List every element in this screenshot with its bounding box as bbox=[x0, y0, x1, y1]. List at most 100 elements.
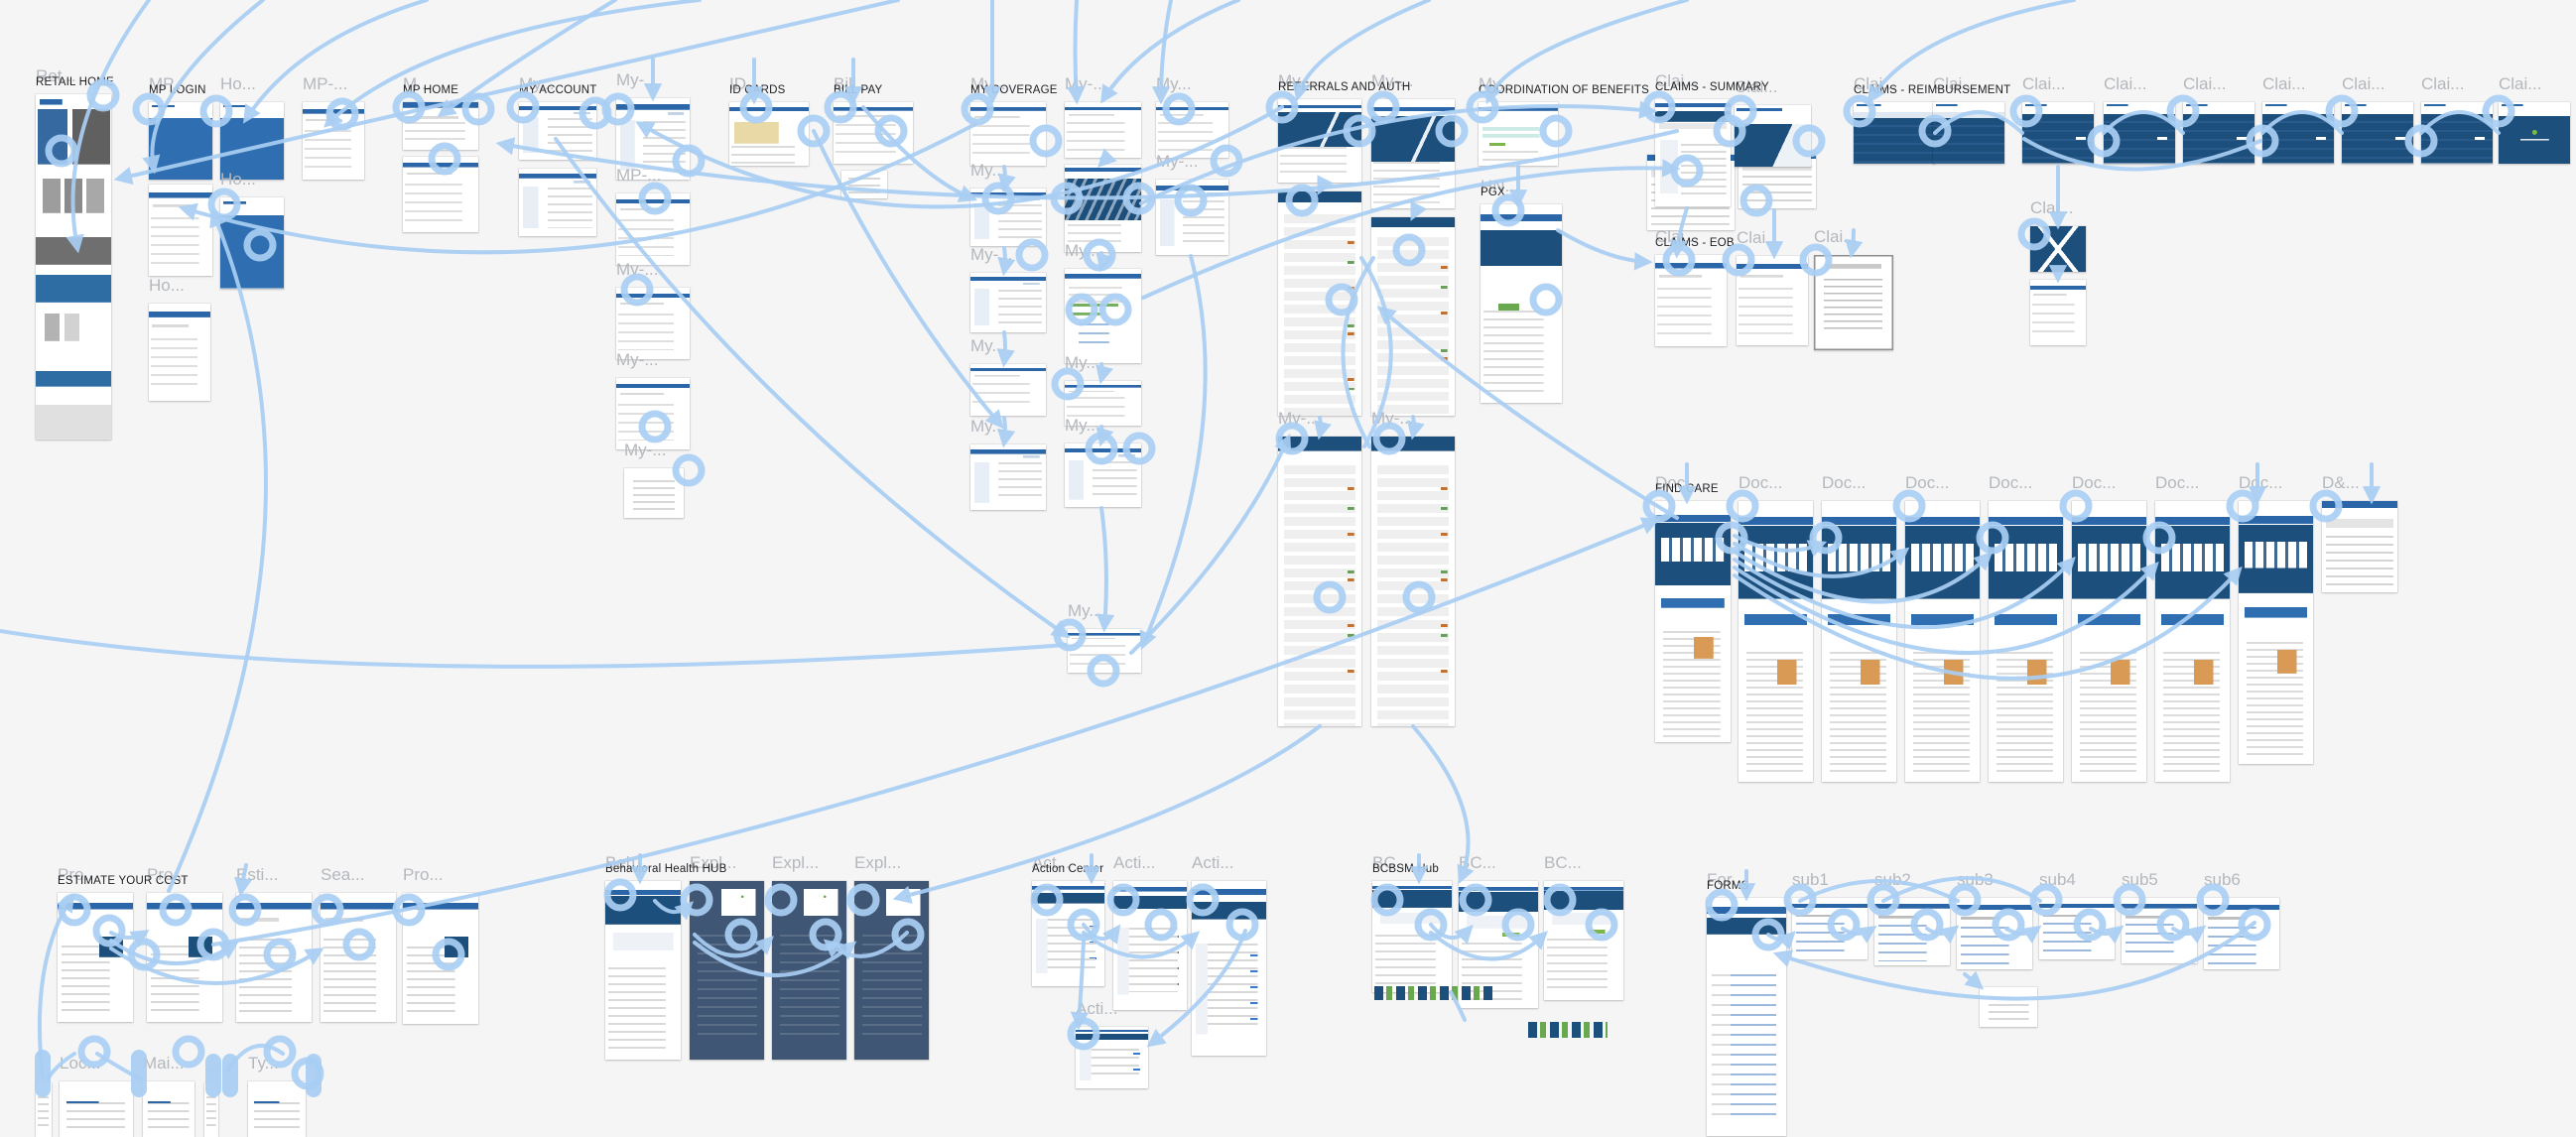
frame-name-label[interactable]: Acti... bbox=[1113, 853, 1156, 872]
frame-name-label[interactable]: Clai... bbox=[2421, 74, 2465, 93]
frame-thumbnail-claims-eob[interactable] bbox=[1655, 255, 1727, 346]
frame-thumbnail-frame-8[interactable] bbox=[403, 157, 478, 232]
frame-name-label[interactable]: My-... bbox=[970, 245, 1013, 264]
frame-name-label[interactable]: Ho... bbox=[220, 74, 256, 93]
frame-thumbnail-action-center[interactable] bbox=[1032, 881, 1104, 986]
group-title-label[interactable]: FIND CARE bbox=[1655, 483, 1719, 495]
frame-thumbnail-esti[interactable] bbox=[236, 893, 312, 1022]
frame-name-label[interactable]: Clai... bbox=[2030, 198, 2074, 217]
frame-name-label[interactable]: My... bbox=[970, 417, 1006, 436]
frame-name-label[interactable]: Acti... bbox=[1192, 853, 1234, 872]
frame-name-label[interactable]: Doc... bbox=[1905, 473, 1950, 492]
frame-thumbnail-clai[interactable] bbox=[1814, 255, 1893, 350]
frame-thumbnail-clai[interactable] bbox=[2183, 102, 2254, 164]
frame-thumbnail-retail-home[interactable] bbox=[36, 94, 111, 440]
frame-thumbnail-doc[interactable] bbox=[1822, 501, 1896, 782]
frame-thumbnail-my[interactable] bbox=[970, 273, 1046, 332]
frame-thumbnail-sub1[interactable] bbox=[1792, 898, 1868, 959]
frame-thumbnail-bcbsm-hub[interactable] bbox=[1372, 881, 1452, 992]
frame-thumbnail-frame-2[interactable] bbox=[149, 185, 212, 276]
frame-name-label[interactable]: Doc... bbox=[2072, 473, 2117, 492]
frame-thumbnail-expl[interactable] bbox=[772, 881, 846, 1060]
frame-thumbnail-my[interactable] bbox=[616, 288, 690, 359]
group-title-label[interactable]: CLAIMS - SUMMARY bbox=[1655, 81, 1769, 93]
frame-thumbnail-ty[interactable] bbox=[248, 1081, 306, 1137]
frame-thumbnail-ho[interactable] bbox=[220, 197, 284, 289]
frame-thumbnail-find-care[interactable] bbox=[1655, 501, 1731, 742]
frame-thumbnail-my[interactable] bbox=[1065, 381, 1141, 426]
frame-thumbnail-sub4[interactable] bbox=[2039, 898, 2115, 959]
frame-thumbnail-doc[interactable] bbox=[1905, 501, 1980, 782]
frame-name-label[interactable]: sub6 bbox=[2204, 870, 2241, 889]
frame-thumbnail-my[interactable] bbox=[1065, 269, 1141, 363]
group-title-label[interactable]: CLAIMS - EOB bbox=[1655, 237, 1735, 249]
frame-thumbnail-my[interactable] bbox=[1068, 629, 1141, 673]
frame-name-label[interactable]: Acti... bbox=[1076, 999, 1118, 1018]
group-title-label[interactable]: CLAIMS - REIMBURSEMENT bbox=[1854, 84, 2011, 96]
frame-name-label[interactable]: Doc... bbox=[2239, 473, 2283, 492]
frame-thumbnail-my[interactable] bbox=[616, 378, 690, 449]
group-title-label[interactable]: REFERRALS AND AUTH bbox=[1278, 81, 1411, 93]
frame-thumbnail-bc[interactable] bbox=[1544, 881, 1623, 1000]
frame-thumbnail-behavioral-health-hub[interactable] bbox=[605, 881, 681, 1060]
frame-thumbnail-clai[interactable] bbox=[1737, 256, 1808, 345]
frame-thumbnail-ho[interactable] bbox=[149, 304, 210, 401]
frame-name-label[interactable]: Mai... bbox=[143, 1054, 185, 1073]
frame-thumbnail-clai[interactable] bbox=[2030, 226, 2086, 272]
frame-thumbnail-id-cards[interactable] bbox=[729, 102, 809, 166]
frame-name-label[interactable]: D&... bbox=[2322, 473, 2360, 492]
frame-thumbnail-my[interactable] bbox=[624, 468, 684, 518]
frame-thumbnail-frame-10[interactable] bbox=[519, 169, 596, 236]
frame-name-label[interactable]: Clai... bbox=[2183, 74, 2227, 93]
frame-name-label[interactable]: BC... bbox=[1459, 853, 1496, 872]
frame-thumbnail-pgx[interactable] bbox=[1481, 204, 1562, 403]
frame-name-label[interactable]: Ho... bbox=[149, 276, 185, 295]
frame-thumbnail-sub5[interactable] bbox=[2122, 898, 2197, 963]
group-title-label[interactable]: MP HOME bbox=[403, 84, 459, 96]
frame-name-label[interactable]: My... bbox=[970, 336, 1006, 355]
frame-name-label[interactable]: Loc... bbox=[60, 1054, 101, 1073]
frame-thumbnail-claims-summary[interactable] bbox=[1655, 99, 1731, 206]
group-title-label[interactable]: COORDINATION OF BENEFITS bbox=[1479, 84, 1649, 96]
frame-name-label[interactable]: Ty... bbox=[248, 1054, 279, 1073]
frame-name-label[interactable]: BC... bbox=[1544, 853, 1582, 872]
frame-name-label[interactable]: My-... bbox=[1065, 74, 1107, 93]
frame-thumbnail-my[interactable] bbox=[1156, 102, 1228, 158]
group-title-label[interactable]: Behavioral Health HUB bbox=[605, 863, 727, 875]
frame-name-label[interactable]: MP-... bbox=[616, 166, 662, 185]
frame-thumbnail-acti[interactable] bbox=[1192, 881, 1266, 1056]
frame-thumbnail-mai[interactable] bbox=[143, 1081, 194, 1137]
frame-name-label[interactable]: Clai... bbox=[2342, 74, 2385, 93]
frame-thumbnail-frame-48[interactable] bbox=[2030, 280, 2086, 345]
frame-thumbnail-frame-76[interactable] bbox=[204, 1083, 218, 1137]
frame-name-label[interactable]: Doc... bbox=[1989, 473, 2033, 492]
frame-thumbnail-doc[interactable] bbox=[1989, 501, 2063, 782]
frame-name-label[interactable]: My... bbox=[1065, 416, 1100, 435]
frame-name-label[interactable]: My-... bbox=[624, 441, 667, 459]
frame-thumbnail-clai[interactable] bbox=[2022, 102, 2094, 164]
frame-thumbnail-expl[interactable] bbox=[854, 881, 929, 1060]
frame-name-label[interactable]: Doc... bbox=[1822, 473, 1867, 492]
group-title-label[interactable]: BCBSM Hub bbox=[1372, 863, 1439, 875]
frame-thumbnail-claims-reimbursement[interactable] bbox=[1854, 102, 1935, 164]
frame-thumbnail-acti[interactable] bbox=[1076, 1027, 1148, 1088]
frame-thumbnail-loc[interactable] bbox=[60, 1081, 133, 1137]
frame-name-label[interactable]: Expl... bbox=[772, 853, 820, 872]
frame-name-label[interactable]: ... bbox=[36, 1056, 51, 1074]
frame-name-label[interactable]: My-... bbox=[1156, 152, 1199, 171]
group-title-label[interactable]: FORMS bbox=[1707, 880, 1749, 892]
frame-name-label[interactable]: sub2 bbox=[1874, 870, 1911, 889]
group-title-label[interactable]: PGX bbox=[1481, 187, 1505, 198]
frame-name-label[interactable]: Pro... bbox=[403, 865, 444, 884]
frame-name-label[interactable]: Doc... bbox=[1739, 473, 1783, 492]
frame-name-label[interactable]: Clai... bbox=[2022, 74, 2066, 93]
frame-thumbnail-acti[interactable] bbox=[1113, 881, 1187, 1010]
frame-thumbnail-referrals-and-auth[interactable] bbox=[1278, 99, 1361, 183]
frame-thumbnail-my[interactable] bbox=[970, 364, 1046, 416]
frame-name-label[interactable]: Clai... bbox=[2262, 74, 2306, 93]
frame-thumbnail-mp-home[interactable] bbox=[403, 102, 478, 150]
group-title-label[interactable]: Action Center bbox=[1032, 863, 1104, 875]
group-title-label[interactable]: ESTIMATE YOUR COST bbox=[58, 875, 189, 887]
frame-name-label[interactable]: Ho... bbox=[220, 170, 256, 189]
frame-thumbnail-doc[interactable] bbox=[1739, 501, 1813, 782]
